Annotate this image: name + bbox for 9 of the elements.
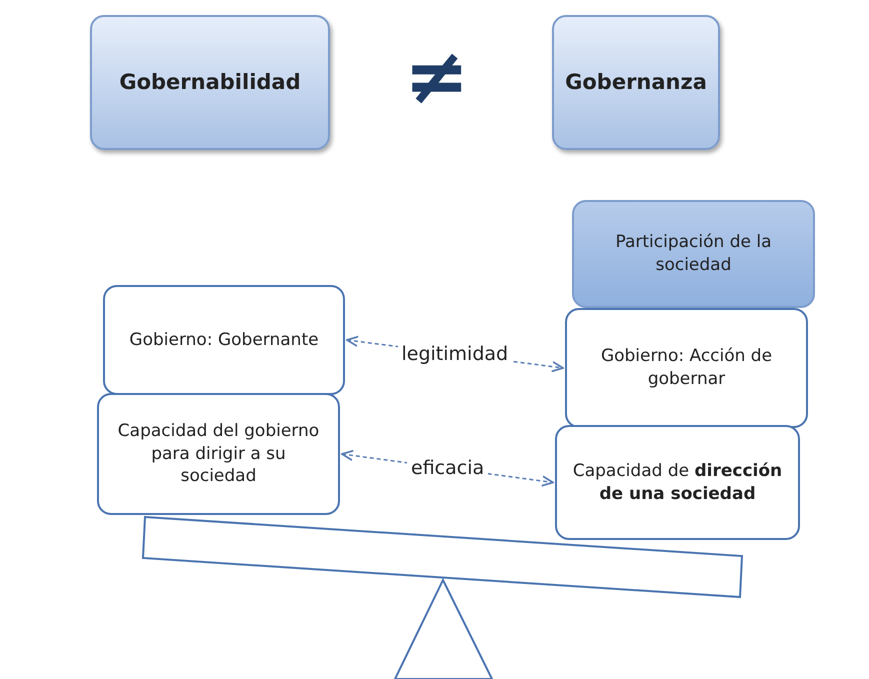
text-box: Gobierno: Gobernante bbox=[103, 285, 345, 395]
not-equal-sign: ≠ bbox=[404, 38, 470, 116]
edge-label: legitimidad bbox=[398, 343, 512, 365]
text-box: Capacidad de dirección de una sociedad bbox=[555, 425, 800, 540]
text-box: Gobierno: Acción de gobernar bbox=[565, 308, 808, 428]
heading-box: Gobernabilidad bbox=[90, 15, 330, 150]
text-box: Capacidad del gobierno para dirigir a su sociedad bbox=[97, 393, 340, 515]
text-box: Participación de la sociedad bbox=[572, 200, 815, 308]
heading-box: Gobernanza bbox=[552, 15, 720, 150]
